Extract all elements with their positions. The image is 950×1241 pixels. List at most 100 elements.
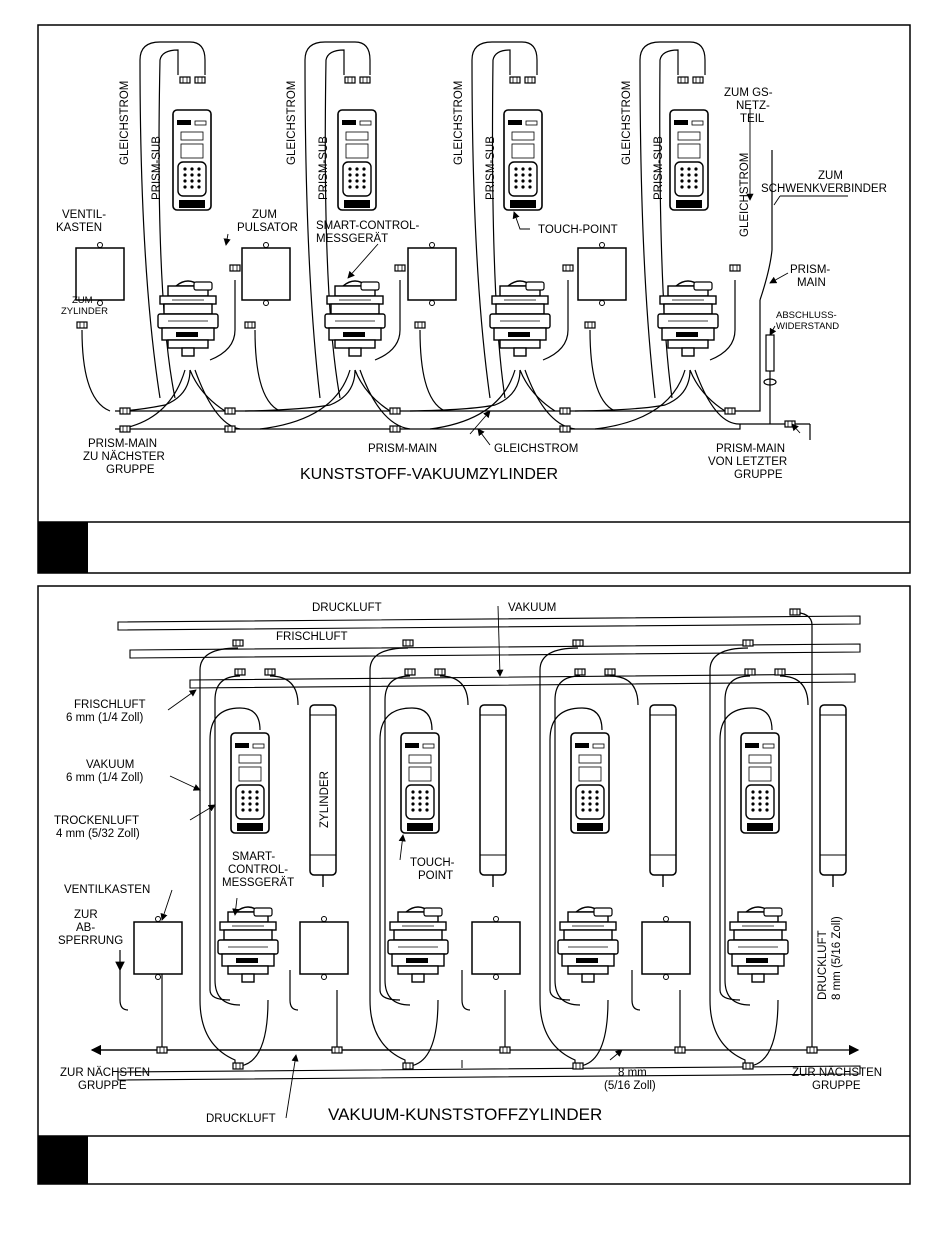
- figure-1-frame: [37, 24, 911, 574]
- label-touch-1: TOUCH-: [410, 857, 455, 869]
- figure-1-valve-box-3: [407, 241, 457, 307]
- label-vakuum-2: 6 mm (1/4 Zoll): [66, 772, 143, 784]
- label-pm-letzter-3: GRUPPE: [734, 469, 783, 481]
- figure-1-pulsator-2: [324, 280, 386, 357]
- label-8mm-1: 8 mm: [618, 1067, 647, 1079]
- label-frischluft-top: FRISCHLUFT: [276, 631, 348, 643]
- figure-2-valve-box-1: [133, 915, 183, 981]
- label-kasten: KASTEN: [56, 222, 102, 234]
- label-zur-right-2: GRUPPE: [812, 1080, 861, 1092]
- label-ventil: VENTIL-: [62, 209, 106, 221]
- label-ventilkasten: VENTILKASTEN: [64, 884, 150, 896]
- figure-2-controller-3: [570, 732, 610, 834]
- figure-2-labels: DRUCKLUFT VAKUUM FRISCHLUFT FRISCHLUFT 6…: [54, 602, 882, 1125]
- figure-2-leaders: [160, 605, 623, 1119]
- figure-2-controller-4: [740, 732, 780, 834]
- figure-1: GLEICHSTROM PRISM-SUB GLEICHSTROM PRISM-…: [37, 24, 911, 574]
- figure-1-controller-1: [172, 109, 212, 211]
- label-druckluft-top: DRUCKLUFT: [312, 602, 382, 614]
- label-abschluss-2: WIDERSTAND: [776, 321, 839, 332]
- label-zum-schwenk-1: ZUM: [818, 170, 843, 182]
- label-prism-main-r2: MAIN: [797, 277, 826, 289]
- label-smart-1: SMART-: [232, 851, 275, 863]
- label-zum-schwenk-2: SCHWENKVERBINDER: [761, 183, 887, 195]
- label-smart-3: MESSGERÄT: [222, 877, 294, 889]
- label-gleichstrom-3: GLEICHSTROM: [453, 81, 465, 165]
- figure-2-pulsator-1: [217, 906, 279, 983]
- figure-2-caption: VAKUUM-KUNSTSTOFFZYLINDER: [328, 1105, 602, 1124]
- figure-1-controller-4: [669, 109, 709, 211]
- label-prism-sub-1: PRISM-SUB: [151, 136, 163, 200]
- label-pm-letzter-1: PRISM-MAIN: [716, 443, 785, 455]
- figure-2-controller-1: [230, 732, 270, 834]
- label-zum-pulsator-1: ZUM: [252, 209, 277, 221]
- label-zur-right-1: ZUR NÄCHSTEN: [792, 1067, 882, 1079]
- label-touch-2: POINT: [418, 870, 453, 882]
- figure-2-valve-box-4: [641, 915, 691, 981]
- figure-1-pulsator-4: [657, 280, 719, 357]
- label-gleichstrom-1: GLEICHSTROM: [119, 81, 131, 165]
- label-druckluft-bottom: DRUCKLUFT: [206, 1113, 276, 1125]
- label-prism-sub-2: PRISM-SUB: [318, 136, 330, 200]
- label-frischluft-2: 6 mm (1/4 Zoll): [66, 712, 143, 724]
- label-gleichstrom-5: GLEICHSTROM: [739, 153, 751, 237]
- label-zur-ab-2: AB-: [76, 922, 95, 934]
- figure-1-leaders: [223, 108, 801, 446]
- label-zylinder: ZYLINDER: [319, 771, 331, 828]
- label-pm-naechste-3: GRUPPE: [106, 464, 155, 476]
- figure-1-caption: KUNSTSTOFF-VAKUUMZYLINDER: [300, 466, 558, 483]
- figure-2-valve-box-3: [471, 915, 521, 981]
- label-zum-gs-2: NETZ-: [736, 100, 770, 112]
- figure-1-number-block: [38, 522, 88, 573]
- label-pm-letzter-2: VON LETZTER: [708, 456, 787, 468]
- label-zur-ab-1: ZUR: [74, 909, 98, 921]
- label-druckluft-right-1: DRUCKLUFT: [817, 930, 829, 1000]
- label-zur-left-1: ZUR NÄCHSTEN: [60, 1067, 150, 1079]
- label-druckluft-right-2: 8 mm (5/16 Zoll): [831, 916, 843, 1000]
- label-prism-sub-4: PRISM-SUB: [653, 136, 665, 200]
- figure-2-cylinder-4: [819, 704, 847, 888]
- label-zum-zylinder-2: ZYLINDER: [61, 306, 108, 317]
- figure-2-valve-box-2: [299, 915, 349, 981]
- figure-2-pulsator-2: [387, 906, 449, 983]
- label-zum-zylinder-1: ZUM: [72, 295, 93, 306]
- label-8mm-2: (5/16 Zoll): [604, 1080, 656, 1092]
- figure-2-cylinder-3: [649, 704, 677, 888]
- figure-2-frame: [37, 585, 911, 1185]
- figure-2-pulsator-4: [727, 906, 789, 983]
- figure-1-valve-box-4: [577, 241, 627, 307]
- figure-2-header-pipes: [117, 615, 861, 1081]
- figure-1-controller-3: [503, 109, 543, 211]
- label-smart-control-1: SMART-CONTROL-: [316, 220, 419, 232]
- label-touch-point: TOUCH-POINT: [538, 224, 618, 236]
- label-vakuum-1: VAKUUM: [86, 759, 134, 771]
- termination-resistor: [765, 334, 775, 372]
- label-gleichstrom-4: GLEICHSTROM: [621, 81, 633, 165]
- figure-2-tubing: [119, 611, 813, 1067]
- figure-1-labels: GLEICHSTROM PRISM-SUB GLEICHSTROM PRISM-…: [56, 81, 887, 483]
- label-trockenluft-2: 4 mm (5/32 Zoll): [56, 828, 140, 840]
- label-zum-gs-3: TEIL: [740, 113, 765, 125]
- label-prism-main-r1: PRISM-: [790, 264, 830, 276]
- label-pm-naechste-1: PRISM-MAIN: [88, 438, 157, 450]
- label-smart-2: CONTROL-: [228, 864, 288, 876]
- label-smart-control-2: MESSGERÄT: [316, 233, 388, 245]
- figure-1-controller-2: [337, 109, 377, 211]
- label-gleichstrom-center: GLEICHSTROM: [494, 443, 578, 455]
- figure-2: DRUCKLUFT VAKUUM FRISCHLUFT FRISCHLUFT 6…: [37, 585, 911, 1185]
- label-prism-main-center: PRISM-MAIN: [368, 443, 437, 455]
- figure-2-controller-2: [400, 732, 440, 834]
- label-zum-pulsator-2: PULSATOR: [237, 222, 298, 234]
- figure-1-valve-box-2: [241, 241, 291, 307]
- figure-1-cables: [81, 41, 741, 430]
- figure-2-number-block: [38, 1136, 88, 1184]
- label-abschluss-1: ABSCHLUSS-: [776, 310, 837, 321]
- label-frischluft-1: FRISCHLUFT: [74, 699, 146, 711]
- figure-2-pulsator-3: [557, 906, 619, 983]
- label-prism-sub-3: PRISM-SUB: [485, 136, 497, 200]
- label-gleichstrom-2: GLEICHSTROM: [286, 81, 298, 165]
- figure-2-cylinder-2: [479, 704, 507, 888]
- label-pm-naechste-2: ZU NÄCHSTER: [83, 451, 165, 463]
- label-zur-ab-3: SPERRUNG: [58, 935, 123, 947]
